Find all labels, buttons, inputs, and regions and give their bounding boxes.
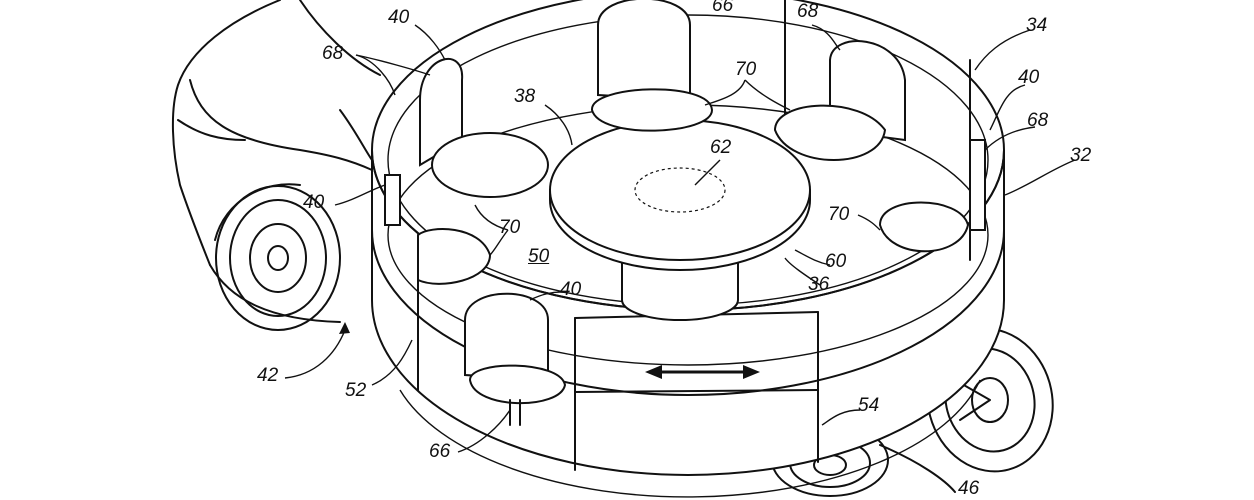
ref-numeral-52: 52 [345,380,367,401]
ref-numeral-50: 50 [528,246,550,267]
slide-direction-arrow [645,365,760,379]
ref-numeral-68: 68 [322,43,344,64]
ref-numeral-40: 40 [1018,67,1040,88]
vehicle-body [171,0,381,323]
ref-numeral-66: 66 [429,441,451,462]
ref-numeral-40: 40 [560,279,582,300]
ref-numeral-62: 62 [710,137,732,158]
ref-numeral-68: 68 [797,1,819,22]
ref-numeral-54: 54 [858,395,880,416]
ref-numeral-70: 70 [828,204,850,225]
ref-numeral-40: 40 [388,7,410,28]
ref-numeral-60: 60 [825,251,847,272]
ref-numeral-38: 38 [514,86,536,107]
ref-numeral-32: 32 [1070,145,1092,166]
ref-numeral-68: 68 [1027,110,1049,131]
ref-numeral-46: 46 [958,478,980,499]
ref-numeral-40: 40 [303,192,325,213]
table [549,119,811,321]
ref-numeral-70: 70 [735,59,757,80]
ref-numeral-42: 42 [257,365,279,386]
front-wheel [214,183,341,331]
ref-numeral-34: 34 [1026,15,1048,36]
leader-lines [284,24,1076,453]
ref-numeral-66: 66 [712,0,734,16]
ref-numeral-70: 70 [499,217,521,238]
ref-numeral-36: 36 [808,274,830,295]
